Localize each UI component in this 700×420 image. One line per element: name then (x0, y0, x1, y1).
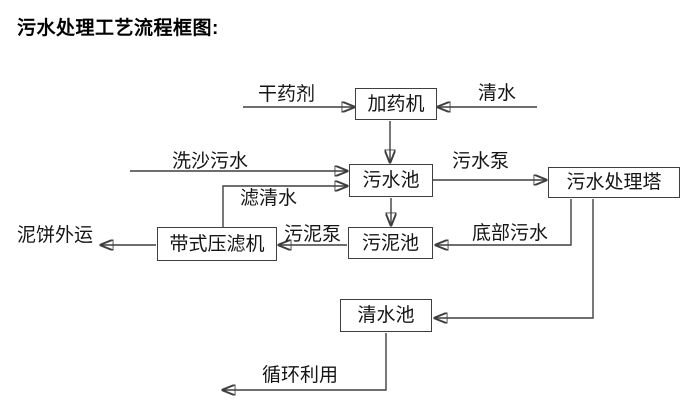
edge-filtered-water-to-sewage (222, 186, 347, 227)
flow-label-mud-cake-out: 泥饼外运 (17, 225, 94, 246)
page-title: 污水处理工艺流程框图: (17, 18, 219, 39)
edge-bottom-sewage-to-sludge (436, 199, 572, 245)
node-belt-filter-press: 带式压滤机 (157, 227, 277, 261)
node-sludge-pool: 污泥池 (348, 227, 433, 259)
node-clean-water-pool: 清水池 (340, 299, 432, 332)
flow-label-sludge-pump: 污泥泵 (284, 224, 342, 245)
node-dosing-machine: 加药机 (355, 88, 437, 120)
edge-clean-pool-to-recycle (223, 333, 387, 390)
edge-tower-to-clean-pool (435, 199, 594, 318)
flow-label-clean-water: 清水 (478, 83, 517, 104)
flow-label-sand-washing-sewage: 洗沙污水 (172, 151, 249, 172)
flow-label-filtered-water: 滤清水 (240, 188, 298, 209)
flow-label-recycle-use: 循环利用 (262, 365, 339, 386)
node-treatment-tower: 污水处理塔 (548, 167, 680, 198)
flow-label-dry-agent: 干药剂 (258, 84, 316, 105)
flow-label-sewage-pump: 污水泵 (452, 151, 510, 172)
node-sewage-pool: 污水池 (349, 164, 433, 197)
flow-label-bottom-sewage: 底部污水 (472, 223, 549, 244)
